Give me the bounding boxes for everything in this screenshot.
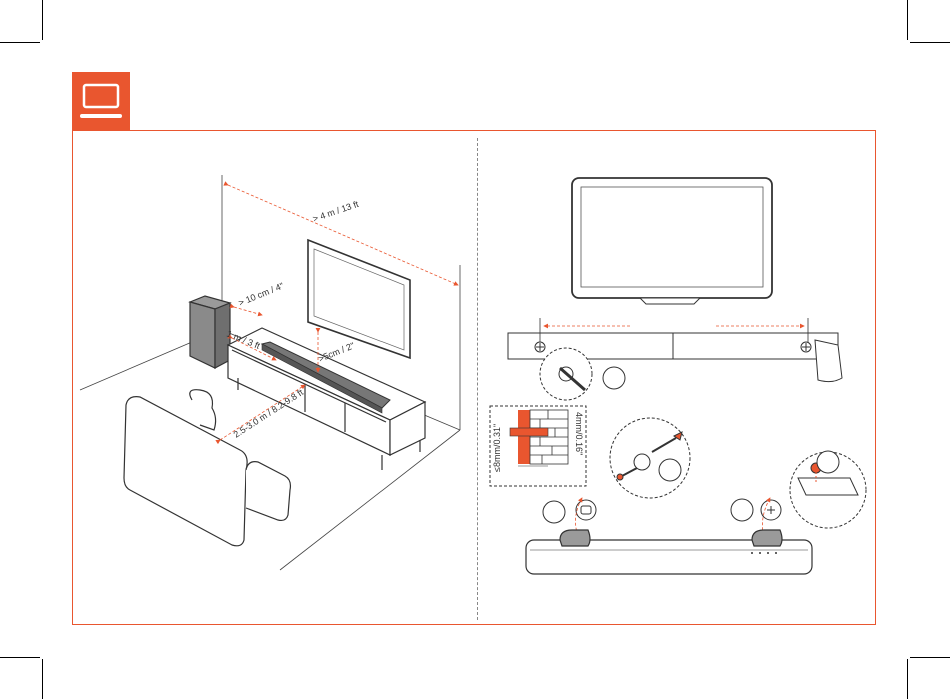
dim-tv-distance-label: > 4 m / 13 ft [311,199,360,224]
dim-screw-label: ≤8mm/0.31" [492,424,502,472]
subwoofer [190,296,230,368]
dim-sub-gap-label: > 10 cm / 4" [237,281,285,308]
wall-brackets [543,499,781,523]
mount-soundbar [526,530,812,574]
dim-depth-label: 4mm/0.16" [574,412,584,455]
wall-cross-section [490,406,586,486]
dim-tv-height-label: >5cm / 2" [317,340,356,363]
bracket-zoom [790,451,866,528]
screw-anchor-zoom [610,418,690,498]
mount-tv [572,178,772,304]
